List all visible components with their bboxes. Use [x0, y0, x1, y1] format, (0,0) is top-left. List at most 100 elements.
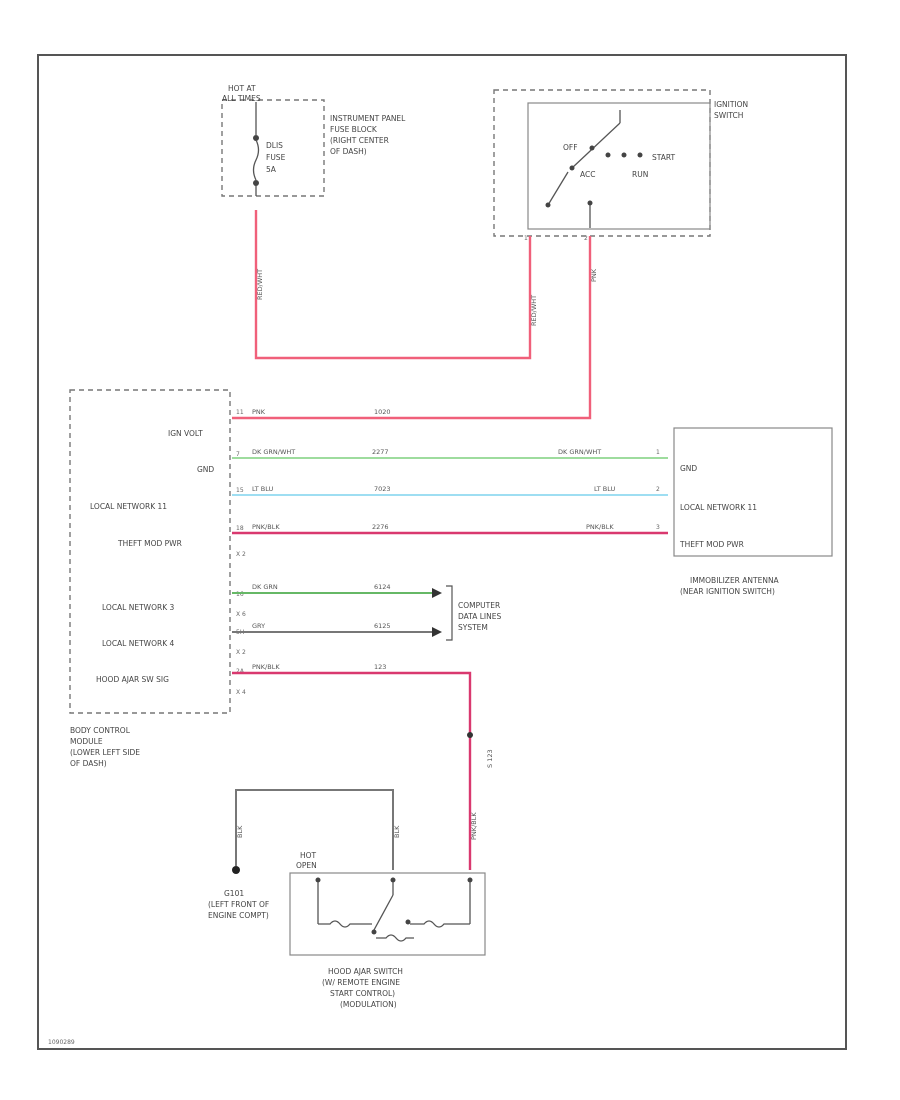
- ignition-contact-start: [637, 152, 643, 158]
- data-lines-bracket: [446, 585, 453, 641]
- ignition-terminal-acc: [545, 202, 551, 208]
- arrow-net4-icon: [432, 627, 442, 637]
- bcm-wire-labels: PNK 1020 DK GRN/WHT 2277 DK GRN/WHT 1 LT…: [232, 408, 668, 535]
- ground-desc-2: ENGINE COMPT): [208, 911, 269, 920]
- ground-icon: [232, 866, 240, 874]
- data-lines-label-2: DATA LINES: [458, 612, 501, 621]
- fuse-icon: [252, 139, 260, 181]
- wire-fuse-to-ignition: [254, 210, 532, 360]
- ignition-pin-2: 2: [584, 235, 588, 242]
- bcm-pin-hood: 2A: [236, 668, 245, 675]
- wire-net4-color: GRY: [252, 622, 265, 630]
- ignition-inner-box: [527, 102, 711, 230]
- fuse-desc-2: FUSE BLOCK: [330, 125, 378, 134]
- ignition-off: OFF: [563, 143, 578, 152]
- antenna-pin-theft: 3: [656, 524, 660, 531]
- fuse-desc-4: OF DASH): [330, 147, 367, 156]
- ignition-contact-off: [589, 145, 595, 151]
- bcm-conn-net3: X 6: [236, 611, 246, 618]
- bcm-connector-x2: X 2: [236, 551, 246, 558]
- bcm-pin-name-net11: LOCAL NETWORK 11: [90, 502, 167, 511]
- hood-terminal-mid: [390, 877, 396, 883]
- ignition-pin-1: 1: [524, 235, 528, 242]
- antenna-label-1: IMMOBILIZER ANTENNA: [690, 576, 780, 585]
- bcm-label-2: MODULE: [70, 737, 103, 746]
- splice-dot: [467, 732, 473, 738]
- fuse-label: FUSE: [266, 153, 286, 162]
- hood-left-resistor-icon: [318, 920, 372, 928]
- wire-ign-circuit: 1020: [374, 408, 391, 416]
- bcm-pin-ign: 11: [236, 409, 244, 416]
- ignition-wiper-icon: [571, 122, 621, 169]
- ignition-terminal-run: [587, 200, 593, 206]
- ground-and-hood-switch: BLK BLK G101 (LEFT FRONT OF ENGINE COMPT…: [208, 789, 486, 1009]
- hood-switch-blade-icon: [373, 894, 394, 931]
- fuse-hot-label-1: HOT AT: [228, 84, 256, 93]
- wire-ignition-to-bcm: [232, 236, 592, 420]
- data-lines-label-3: SYSTEM: [458, 623, 488, 632]
- hood-terminal-right: [467, 877, 473, 883]
- splice-label: S 123: [486, 749, 494, 768]
- hood-hot-1: HOT: [300, 851, 317, 860]
- bcm-conn-net4: X 2: [236, 649, 246, 656]
- wire-net3-color: DK GRN: [252, 583, 278, 591]
- hood-label-1: HOOD AJAR SWITCH: [328, 967, 403, 976]
- hood-contact-b: [405, 919, 411, 925]
- antenna-pin-name-gnd: GND: [680, 464, 697, 473]
- wire-hood-signal: [232, 671, 472, 870]
- body-control-module: IGN VOLT GND LOCAL NETWORK 11 THEFT MOD …: [69, 389, 246, 768]
- bcm-label-3: (LOWER LEFT SIDE: [70, 748, 140, 757]
- wire-net4-circuit: 6125: [374, 622, 391, 630]
- fuse-amp: 5A: [266, 165, 277, 174]
- antenna-label-2: (NEAR IGNITION SWITCH): [680, 587, 775, 596]
- bcm-conn-hood: X 4: [236, 689, 246, 696]
- wire-ground-blk: [235, 789, 394, 870]
- arrow-net3-icon: [432, 588, 442, 598]
- bcm-label-1: BODY CONTROL: [70, 726, 131, 735]
- figure-id: 1090289: [48, 1039, 75, 1046]
- bcm-outline: [69, 389, 231, 714]
- hood-hot-2: OPEN: [296, 861, 317, 870]
- antenna-pin-name-net11: LOCAL NETWORK 11: [680, 503, 757, 512]
- bcm-pin-name-ign: IGN VOLT: [168, 429, 203, 438]
- ignition-start: START: [652, 153, 676, 162]
- hood-right-resistor-icon: [410, 920, 470, 928]
- wire-theft-color-left: PNK/BLK: [252, 523, 280, 531]
- ignition-switch: IGNITION SWITCH OFF ACC START RUN 1 2: [493, 89, 748, 242]
- antenna-pin-name-theft: THEFT MOD PWR: [679, 540, 744, 549]
- ignition-acc: ACC: [580, 170, 595, 179]
- bcm-pin-net11: 15: [236, 487, 244, 494]
- wire-net11-color-right: LT BLU: [594, 485, 616, 493]
- bcm-pin-gnd: 7: [236, 451, 240, 458]
- bcm-pin-name-net3: LOCAL NETWORK 3: [102, 603, 175, 612]
- wire-gnd-color-right: DK GRN/WHT: [558, 448, 601, 456]
- hood-label-4: (MODULATION): [340, 1000, 397, 1009]
- wire-net11-circuit: 7023: [374, 485, 391, 493]
- wire-gnd-color-left: DK GRN/WHT: [252, 448, 295, 456]
- wire-net11-color-left: LT BLU: [252, 485, 274, 493]
- data-lines-label-1: COMPUTER: [458, 601, 500, 610]
- bcm-pin-name-net4: LOCAL NETWORK 4: [102, 639, 175, 648]
- hood-label-3: START CONTROL): [330, 989, 395, 998]
- wire-net3-circuit: 6124: [374, 583, 391, 591]
- hood-switch-outline: [289, 872, 486, 956]
- wire-ign-color: PNK: [252, 408, 266, 416]
- fuse-name: DLIS: [266, 141, 283, 150]
- hood-wire-group: PNK/BLK 123 S 123 PNK/BLK: [232, 663, 494, 870]
- fuse-hot-label-2: ALL TIMES: [222, 94, 261, 103]
- bcm-label-4: OF DASH): [70, 759, 107, 768]
- ignition-contact-acc: [605, 152, 611, 158]
- antenna-outline: [673, 427, 833, 557]
- ignition-contact-pivot: [569, 165, 575, 171]
- fuse-terminal-bottom: [253, 180, 259, 186]
- wire-ignition-in-label: RED/WHT: [530, 295, 538, 326]
- bcm-pin-net3: 16: [236, 591, 244, 598]
- ignition-outer-box: [493, 89, 711, 237]
- fuse-desc-1: INSTRUMENT PANEL: [330, 114, 406, 123]
- ignition-contact-run: [621, 152, 627, 158]
- bcm-pin-theft: 18: [236, 525, 244, 532]
- ground-name: G101: [224, 889, 244, 898]
- wire-ground-color-right: BLK: [393, 825, 401, 838]
- ignition-acc-lead: [547, 171, 569, 206]
